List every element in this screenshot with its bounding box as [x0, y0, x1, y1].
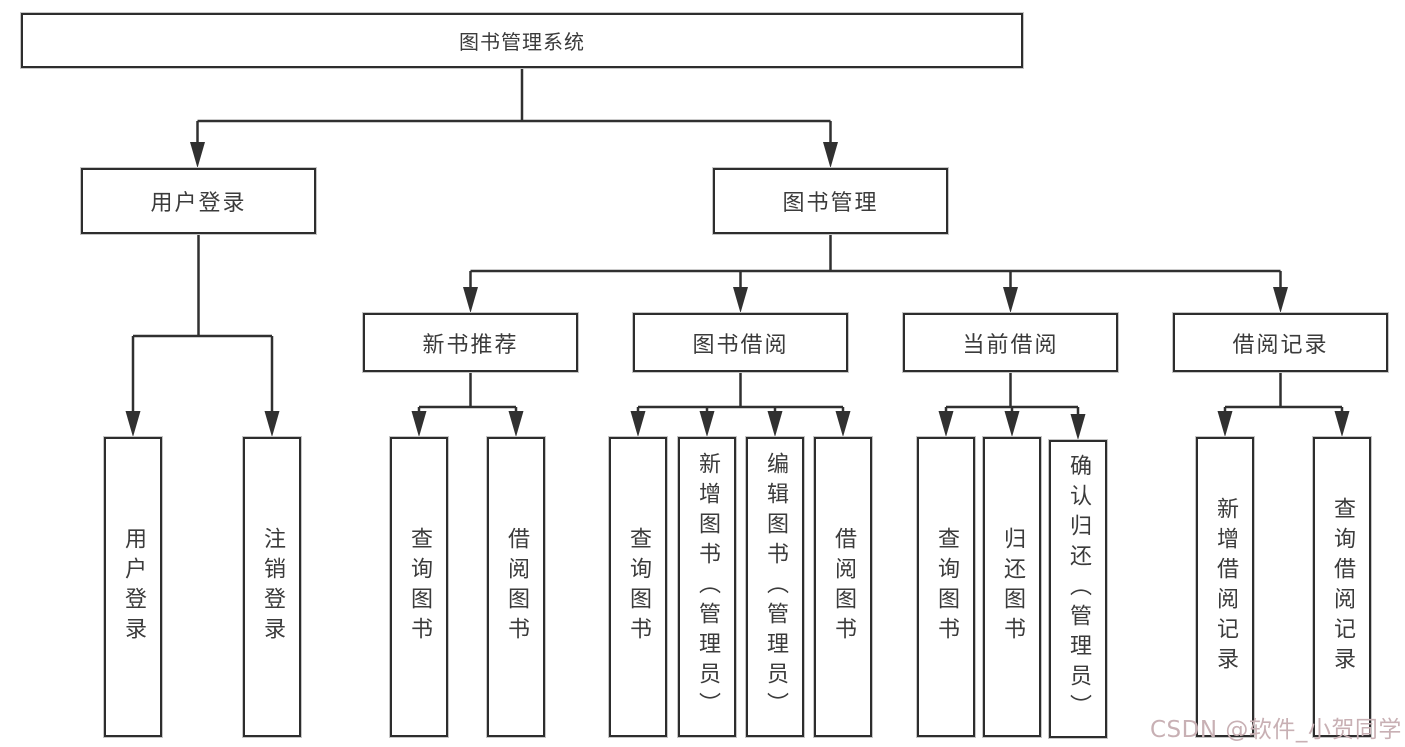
node-label: 查询图书 — [626, 527, 651, 647]
node-label: 查询图书 — [407, 527, 432, 647]
leaf-confirm-return-admin: 确认归还（管理员） — [1049, 440, 1107, 738]
node-label: 查询图书 — [934, 527, 959, 647]
node-user-login: 用户登录 — [81, 168, 316, 234]
node-label: 确认归还（管理员） — [1066, 454, 1091, 724]
node-label: 借阅记录 — [1232, 332, 1329, 358]
node-label: 用户登录 — [150, 191, 247, 216]
leaf-query-borrow-record: 查询借阅记录 — [1313, 437, 1371, 737]
csdn-watermark: CSDN @软件_小贺同学 — [1150, 717, 1402, 743]
node-label: 图书管理系统 — [459, 30, 585, 54]
node-current-borrowing: 当前借阅 — [903, 313, 1118, 372]
node-label: 新增图书（管理员） — [695, 452, 720, 722]
leaf-user-login: 用户登录 — [104, 437, 162, 737]
leaf-add-borrow-record: 新增借阅记录 — [1196, 437, 1254, 737]
node-label: 图书管理 — [782, 191, 879, 216]
node-label: 新增借阅记录 — [1213, 497, 1238, 677]
leaf-logout: 注销登录 — [243, 437, 301, 737]
leaf-return-books: 归还图书 — [983, 437, 1041, 737]
node-label: 归还图书 — [1000, 527, 1025, 647]
node-book-borrowing: 图书借阅 — [633, 313, 848, 372]
node-new-book-recommendation: 新书推荐 — [363, 313, 578, 372]
node-label: 借阅图书 — [504, 527, 529, 647]
leaf-edit-books-admin: 编辑图书（管理员） — [746, 437, 804, 737]
node-label: 借阅图书 — [831, 527, 856, 647]
leaf-borrow-books-recommend: 借阅图书 — [487, 437, 545, 737]
node-label: 用户登录 — [121, 527, 146, 647]
leaf-borrow-books: 借阅图书 — [814, 437, 872, 737]
leaf-query-books-recommend: 查询图书 — [390, 437, 448, 737]
node-book-management: 图书管理 — [713, 168, 948, 234]
node-borrowing-records: 借阅记录 — [1173, 313, 1388, 372]
node-label: 新书推荐 — [422, 332, 519, 358]
leaf-query-books-borrow: 查询图书 — [609, 437, 667, 737]
node-label: 查询借阅记录 — [1330, 497, 1355, 677]
node-label: 注销登录 — [260, 527, 285, 647]
node-label: 编辑图书（管理员） — [763, 452, 788, 722]
node-library-management-system: 图书管理系统 — [21, 13, 1023, 68]
leaf-add-books-admin: 新增图书（管理员） — [678, 437, 736, 737]
node-label: 图书借阅 — [692, 332, 789, 358]
arrowheads — [125, 142, 1350, 440]
node-label: 当前借阅 — [962, 332, 1059, 358]
leaf-query-books-current: 查询图书 — [917, 437, 975, 737]
